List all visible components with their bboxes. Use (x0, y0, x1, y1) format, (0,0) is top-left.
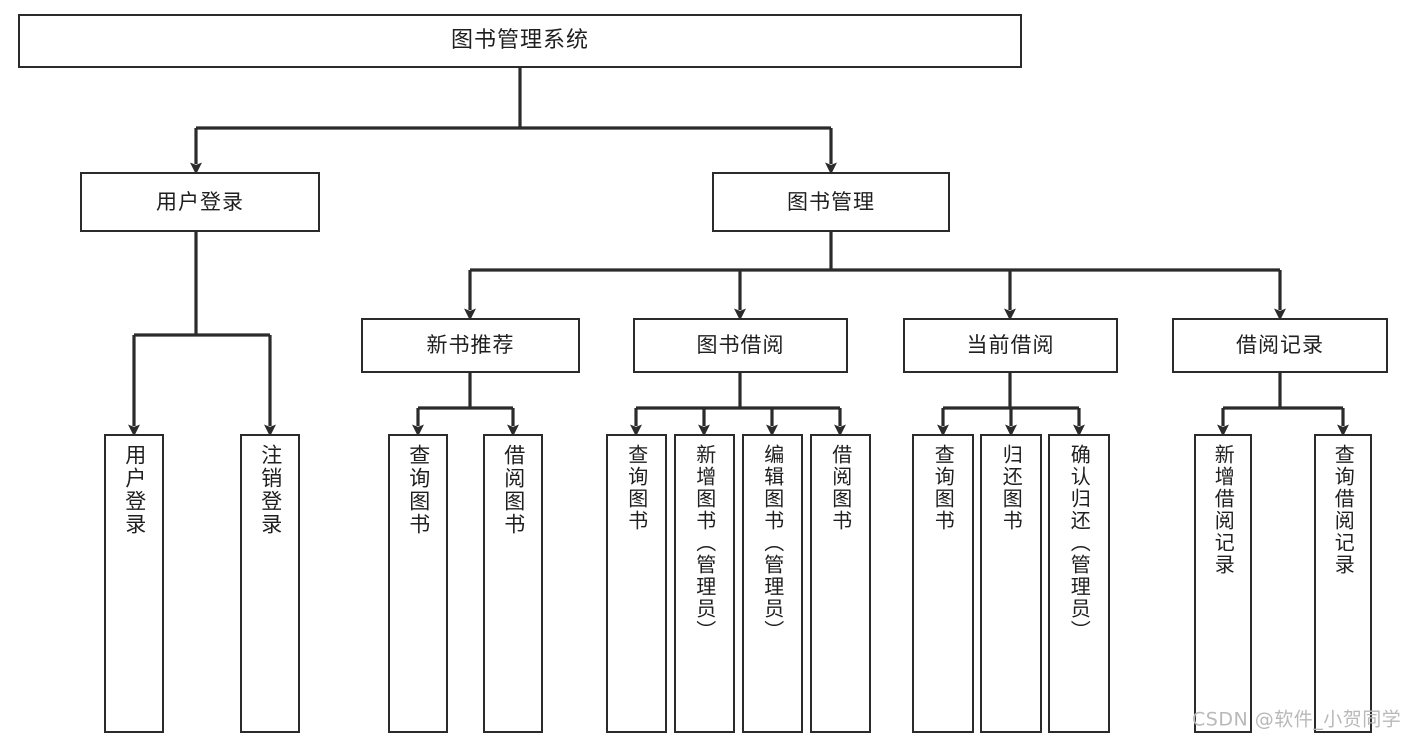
node-current-borrow-label: 当前借阅 (966, 333, 1055, 358)
node-user-login[interactable]: 用户登录 (80, 172, 320, 232)
node-new-book-recommend[interactable]: 新书推荐 (361, 318, 580, 373)
leaf-logout-label: 注销登录 (258, 444, 283, 536)
leaf-edit-book-admin[interactable]: 编辑图书（管理员） (742, 434, 803, 733)
leaf-user-login[interactable]: 用户登录 (104, 434, 164, 733)
leaf-query-borrow-record-label: 查询借阅记录 (1331, 444, 1356, 576)
leaf-edit-book-admin-label: 编辑图书（管理员） (760, 444, 785, 642)
leaf-logout[interactable]: 注销登录 (240, 434, 300, 733)
node-book-borrow-label: 图书借阅 (696, 333, 785, 358)
node-borrow-record-label: 借阅记录 (1236, 333, 1324, 358)
leaf-query-book-current[interactable]: 查询图书 (912, 434, 974, 733)
leaf-query-borrow-record[interactable]: 查询借阅记录 (1314, 434, 1372, 733)
node-book-management[interactable]: 图书管理 (712, 172, 950, 232)
node-book-borrow[interactable]: 图书借阅 (633, 318, 848, 373)
leaf-add-borrow-record[interactable]: 新增借阅记录 (1194, 434, 1252, 733)
leaf-user-login-label: 用户登录 (122, 444, 147, 536)
leaf-confirm-return-admin-label: 确认归还（管理员） (1067, 444, 1092, 642)
leaf-return-book[interactable]: 归还图书 (980, 434, 1042, 733)
leaf-add-book-admin-label: 新增图书（管理员） (692, 444, 717, 642)
node-current-borrow[interactable]: 当前借阅 (903, 318, 1118, 373)
leaf-borrow-book[interactable]: 借阅图书 (810, 434, 871, 733)
node-new-book-recommend-label: 新书推荐 (426, 333, 515, 358)
leaf-add-borrow-record-label: 新增借阅记录 (1211, 444, 1236, 576)
csdn-watermark: CSDN @软件_小贺同学 (1192, 708, 1402, 731)
leaf-query-book-recommend-label: 查询图书 (406, 444, 431, 536)
leaf-query-book-borrow[interactable]: 查询图书 (606, 434, 667, 733)
leaf-confirm-return-admin[interactable]: 确认归还（管理员） (1048, 434, 1110, 733)
node-book-management-label: 图书管理 (787, 189, 875, 214)
leaf-return-book-label: 归还图书 (999, 444, 1024, 532)
leaf-borrow-book-recommend[interactable]: 借阅图书 (483, 434, 543, 733)
leaf-borrow-book-recommend-label: 借阅图书 (501, 444, 526, 536)
node-borrow-record[interactable]: 借阅记录 (1172, 318, 1388, 373)
leaf-query-book-recommend[interactable]: 查询图书 (388, 434, 448, 733)
node-root[interactable]: 图书管理系统 (18, 14, 1022, 68)
node-user-login-label: 用户登录 (156, 189, 244, 214)
leaf-borrow-book-label: 借阅图书 (828, 444, 853, 532)
leaf-add-book-admin[interactable]: 新增图书（管理员） (674, 434, 735, 733)
node-root-label: 图书管理系统 (450, 28, 589, 54)
leaf-query-book-current-label: 查询图书 (931, 444, 956, 532)
leaf-query-book-borrow-label: 查询图书 (624, 444, 649, 532)
